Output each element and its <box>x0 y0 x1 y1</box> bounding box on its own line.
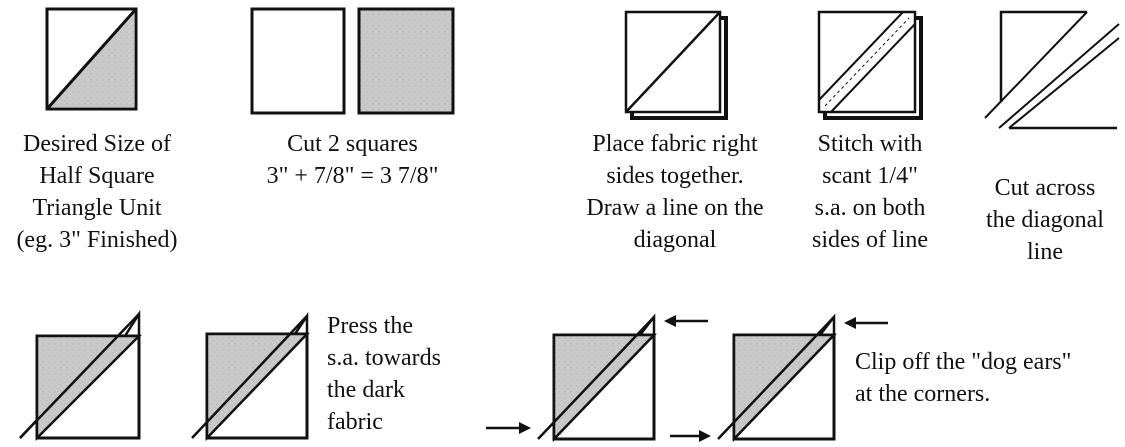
step-caption: Clip off the "dog ears" at the corners. <box>855 349 1072 407</box>
arrow-icon <box>664 315 708 327</box>
step-caption: Cut across the diagonal line <box>986 175 1104 265</box>
cut-squares-figure <box>984 10 1120 130</box>
squares-together-figure <box>624 10 728 120</box>
stitched-squares-figure <box>817 10 923 120</box>
arrow-icon <box>844 317 888 329</box>
clipped-unit-figure-2 <box>717 313 837 443</box>
pressed-unit-figure-2 <box>191 311 310 442</box>
clipped-unit-figure-1 <box>537 313 657 443</box>
step-caption: Stitch with scant 1/4" s.a. on both side… <box>812 131 928 253</box>
pressed-unit-figure-1 <box>19 309 143 442</box>
step-caption: Desired Size of Half Square Triangle Uni… <box>16 131 178 253</box>
arrow-icon <box>670 430 711 442</box>
step-caption: Cut 2 squares 3" + 7/8" = 3 7/8" <box>266 131 439 189</box>
light-square-figure <box>250 7 346 115</box>
arrow-icon <box>486 422 531 434</box>
dark-square-figure <box>357 7 455 115</box>
step-caption: Place fabric right sides together. Draw … <box>586 131 764 253</box>
hst-unit-figure <box>45 7 138 111</box>
step-caption: Press the s.a. towards the dark fabric <box>327 313 441 435</box>
